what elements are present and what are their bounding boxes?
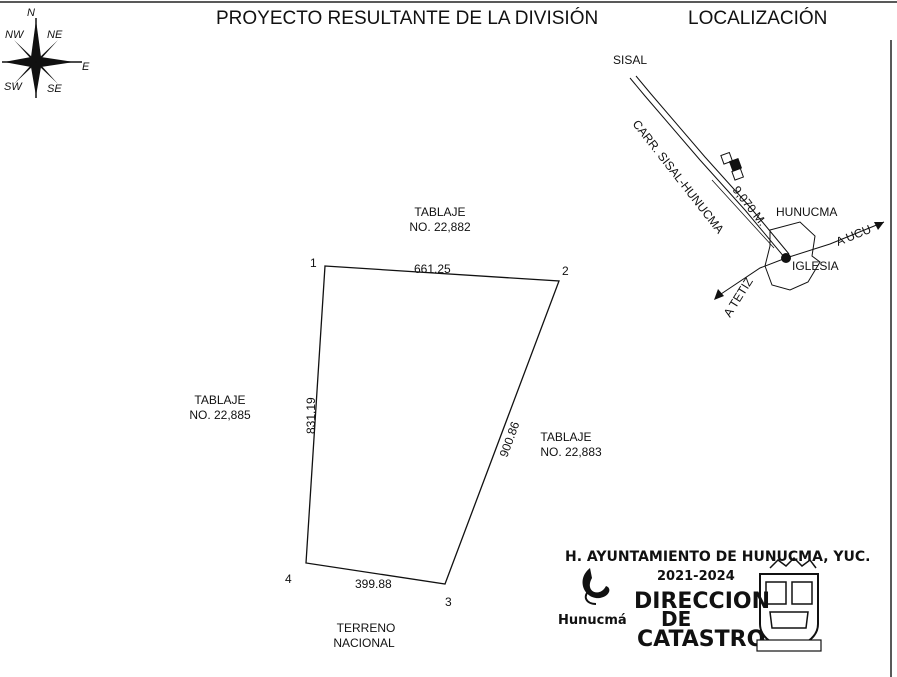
town-outline	[764, 221, 821, 291]
neighbor-east-line1: TABLAJE	[540, 430, 591, 444]
neighbor-west-line1: TABLAJE	[194, 393, 245, 407]
compass-sw-label: SW	[4, 81, 23, 93]
neighbor-south-line2: NACIONAL	[333, 636, 395, 650]
location-town-label: HUNUCMA	[776, 205, 837, 219]
seal-dept3: CATASTRO	[637, 627, 765, 652]
seal-line1: H. AYUNTAMIENTO DE HUNUCMA, YUC.	[565, 549, 871, 565]
compass-n-label: N	[27, 7, 35, 19]
compass-se-label: SE	[47, 83, 62, 95]
distance-line	[711, 179, 775, 249]
location-church-label: IGLESIA	[792, 259, 839, 273]
logo-text: Hunucmá	[558, 613, 627, 628]
seal-dept2: DE	[661, 607, 691, 631]
neighbor-east-line2: NO. 22,883	[540, 445, 602, 459]
compass-ne-label: NE	[47, 29, 63, 41]
side-4-1-length: 831.19	[304, 397, 318, 434]
vertex-2: 2	[562, 264, 569, 278]
vertex-4: 4	[285, 572, 292, 586]
church-dot-icon	[781, 253, 791, 263]
neighbor-south-line1: TERRENO	[337, 621, 396, 635]
side-1-2-length: 661.25	[414, 262, 451, 276]
vertex-3: 3	[445, 595, 452, 609]
coat-of-arms-icon	[756, 556, 822, 652]
neighbor-west-line2: NO. 22,885	[189, 408, 251, 422]
road-line-2	[635, 75, 790, 255]
seal-dept1: DIRECCION	[634, 589, 770, 614]
location-tetiz-label: A TETIZ	[721, 275, 756, 320]
municipal-logo-icon	[582, 568, 610, 605]
road-line	[629, 77, 786, 259]
road-to-ucu	[785, 221, 885, 259]
neighbor-north-line2: NO. 22,882	[409, 220, 471, 234]
arrow-ucu-icon	[874, 222, 884, 230]
vertex-1: 1	[310, 256, 317, 270]
neighbor-north-line1: TABLAJE	[414, 205, 465, 219]
location-sketch	[629, 75, 885, 300]
official-seal: H. AYUNTAMIENTO DE HUNUCMA, YUC. 2021-20…	[558, 549, 871, 652]
parcel-sketch-1	[720, 151, 734, 165]
compass-e-label: E	[82, 61, 90, 73]
location-sisal-label: SISAL	[613, 53, 647, 67]
parcel-sketch-3	[731, 167, 745, 181]
side-3-4-length: 399.88	[355, 577, 392, 591]
location-title: LOCALIZACIÓN	[688, 7, 827, 29]
location-ucu-label: A UCU	[834, 222, 873, 249]
arrow-tetiz-icon	[714, 289, 724, 300]
compass-rose-icon	[2, 18, 82, 98]
side-2-3-length: 900.86	[497, 419, 523, 459]
compass-nw-label: NW	[5, 29, 25, 41]
road-to-tetiz	[717, 257, 787, 297]
page-title: PROYECTO RESULTANTE DE LA DIVISIÓN	[216, 7, 598, 29]
seal-period: 2021-2024	[657, 569, 735, 584]
parcel-outline	[305, 265, 560, 585]
